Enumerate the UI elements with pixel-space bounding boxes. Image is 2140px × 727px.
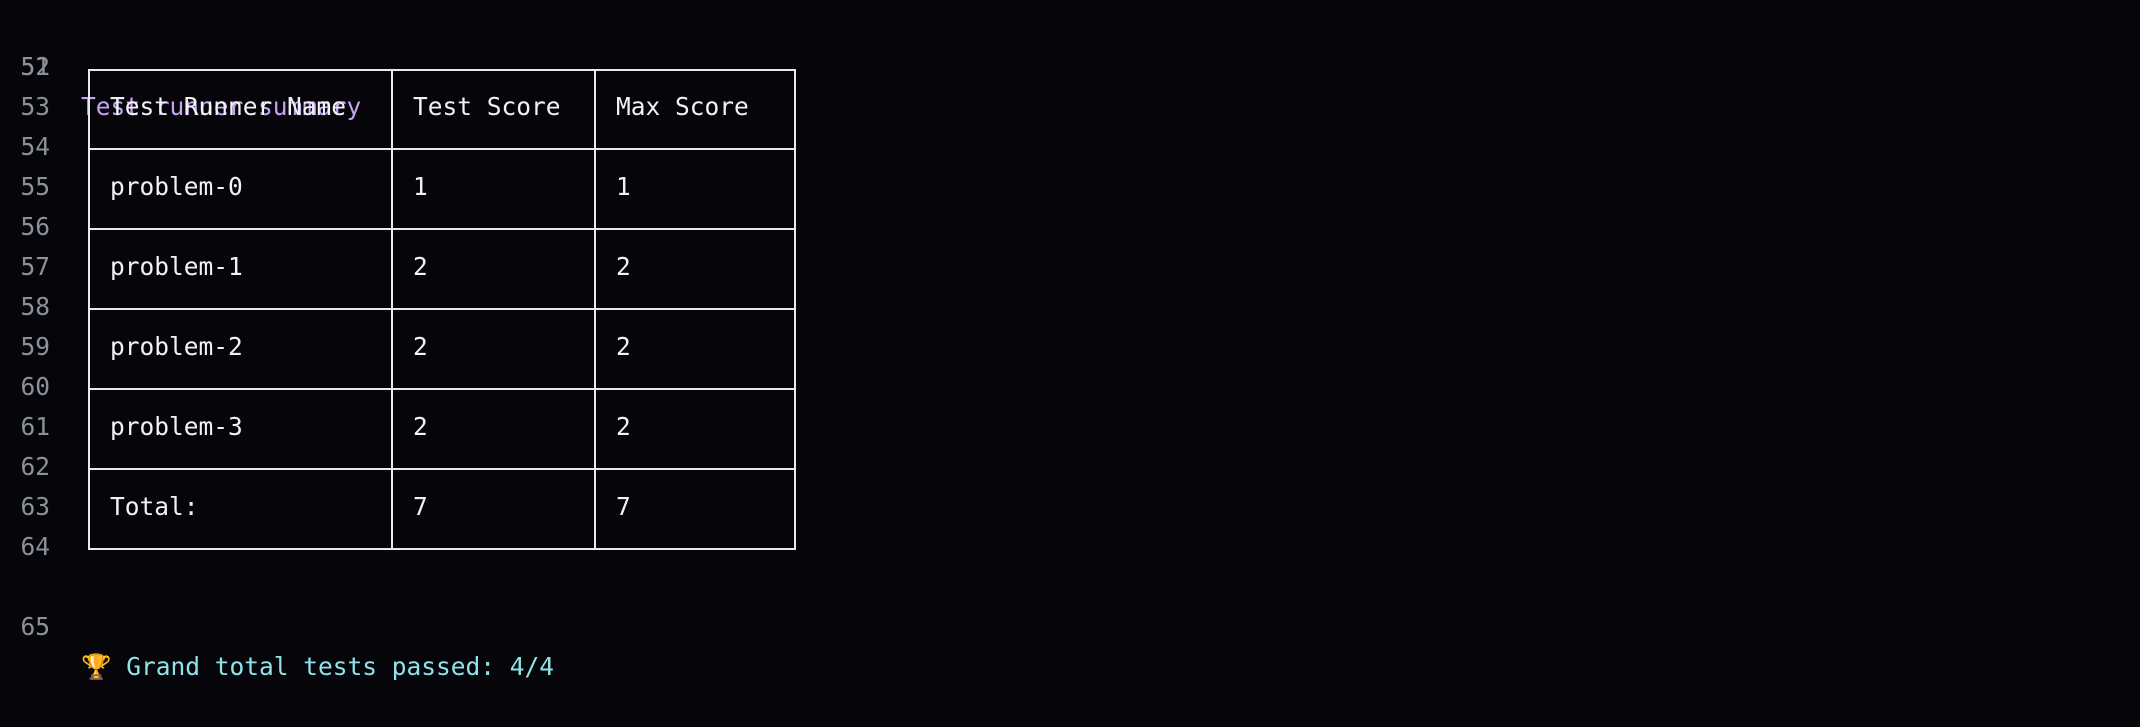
log-line: 59 (0, 327, 59, 367)
line-number: 55 (20, 172, 50, 201)
log-line: 65 🏆 Grand total tests passed: 4/4 (0, 567, 554, 681)
row-test-score: 2 (413, 252, 428, 281)
row-test-score: 1 (413, 172, 428, 201)
log-line: 55 (0, 167, 59, 207)
table-row-divider (88, 148, 796, 150)
log-line: 51 Test runner summary (0, 7, 361, 121)
column-header-test-score: Test Score (413, 92, 561, 121)
row-test-score: 2 (413, 332, 428, 361)
line-number: 57 (20, 252, 50, 281)
log-line: 60 (0, 367, 59, 407)
table-row-divider (88, 468, 796, 470)
table-border-bottom (88, 548, 796, 550)
log-line: 54 (0, 127, 59, 167)
row-test-score: 2 (413, 412, 428, 441)
log-line: 62 (0, 447, 59, 487)
table-row-divider (88, 228, 796, 230)
row-runner-name: problem-0 (110, 172, 243, 201)
row-max-score: 2 (616, 252, 631, 281)
total-max-score: 7 (616, 492, 631, 521)
line-number: 56 (20, 212, 50, 241)
column-header-name: Test Runner Name (110, 92, 347, 121)
terminal-log: 51 Test runner summary 52 53 54 55 56 57… (0, 7, 554, 681)
line-number: 61 (20, 412, 50, 441)
grand-total-line: 🏆 Grand total tests passed: 4/4 (81, 647, 554, 687)
line-number: 52 (20, 52, 50, 81)
table-row-divider (88, 308, 796, 310)
log-line: 61 (0, 407, 59, 447)
total-test-score: 7 (413, 492, 428, 521)
row-runner-name: problem-1 (110, 252, 243, 281)
line-number: 60 (20, 372, 50, 401)
log-line: 57 (0, 247, 59, 287)
test-summary-table: Test Runner Name Test Score Max Score pr… (88, 69, 796, 550)
log-line: 64 (0, 527, 59, 567)
line-number: 59 (20, 332, 50, 361)
row-max-score: 2 (616, 412, 631, 441)
grand-total-text: Grand total tests passed: 4/4 (126, 652, 555, 681)
table-border-top (88, 69, 796, 71)
row-max-score: 1 (616, 172, 631, 201)
log-line: 52 (0, 47, 59, 87)
line-number: 62 (20, 452, 50, 481)
log-line: 58 (0, 287, 59, 327)
trophy-icon: 🏆 (81, 652, 112, 681)
line-number: 63 (20, 492, 50, 521)
summary-title: Test runner summary (81, 92, 362, 121)
log-line: 63 (0, 487, 59, 527)
line-number: 64 (20, 532, 50, 561)
table-row-divider (88, 388, 796, 390)
row-max-score: 2 (616, 332, 631, 361)
row-runner-name: problem-3 (110, 412, 243, 441)
line-number: 58 (20, 292, 50, 321)
total-label: Total: (110, 492, 199, 521)
log-line: 56 (0, 207, 59, 247)
row-runner-name: problem-2 (110, 332, 243, 361)
line-number: 65 (20, 612, 50, 641)
log-line: 53 (0, 87, 59, 127)
line-number: 51 (20, 52, 50, 81)
column-header-max-score: Max Score (616, 92, 749, 121)
line-number: 54 (20, 132, 50, 161)
line-number: 53 (20, 92, 50, 121)
